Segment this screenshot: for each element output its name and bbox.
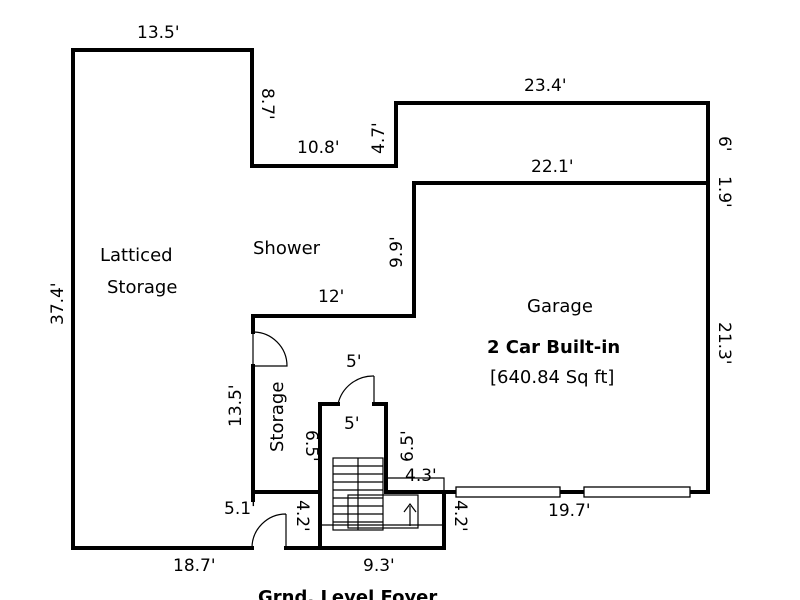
room-label-storage-left: Storage [107,277,177,298]
dimension-label: 4.3' [405,466,437,486]
dimension-label: 6.5' [301,430,321,462]
dimension-label: 5.1' [224,499,256,519]
room-label-storage: Storage [267,382,288,452]
storage-door [252,331,288,367]
dimension-label: 13.5' [226,384,246,427]
dimension-label: 4.7' [369,122,389,154]
stair-landing [386,477,445,492]
dimension-label: 6.5' [398,430,418,462]
outer-wall [71,48,710,494]
dimension-label: 8.7' [257,88,277,120]
room-label-foyer: Grnd. Level Foyer [258,587,437,600]
dimension-label: 10.8' [297,138,340,158]
outer-wall-bottom [71,48,254,550]
dimension-label: 4.2' [292,500,312,532]
foyer-door [251,513,287,549]
dimension-label: 37.4' [48,282,68,325]
staircase [332,457,419,531]
dimension-label: 9.9' [387,236,407,268]
dimension-label: 4.2' [450,500,470,532]
garage-window-right [583,486,691,498]
room-label-shower: Shower [253,238,321,259]
room-label-garage: Garage [527,296,593,317]
stair-closet-wall [318,402,446,494]
dimension-label: 22.1' [531,157,574,177]
dimension-label: 12' [318,287,344,307]
foyer-bottom-wall [284,490,446,550]
garage-window-left [455,486,561,498]
dimension-label: 19.7' [548,501,591,521]
dimension-label: 1.9' [714,176,734,208]
dimension-label: 5' [344,414,360,434]
dimension-label: 23.4' [524,76,567,96]
garage-area-label: [640.84 Sq ft] [490,367,614,388]
garage-type-label: 2 Car Built-in [487,337,620,358]
dimension-label: 21.3' [714,322,734,365]
dimension-label: 5' [346,352,362,372]
dimension-label: 18.7' [173,556,216,576]
dimension-label: 6' [714,136,734,152]
dimension-label: 9.3' [363,556,395,576]
garage-partition-wall [251,181,710,334]
dimension-label: 13.5' [137,23,180,43]
closet-door [337,375,375,405]
room-label-latticed: Latticed [100,245,173,266]
